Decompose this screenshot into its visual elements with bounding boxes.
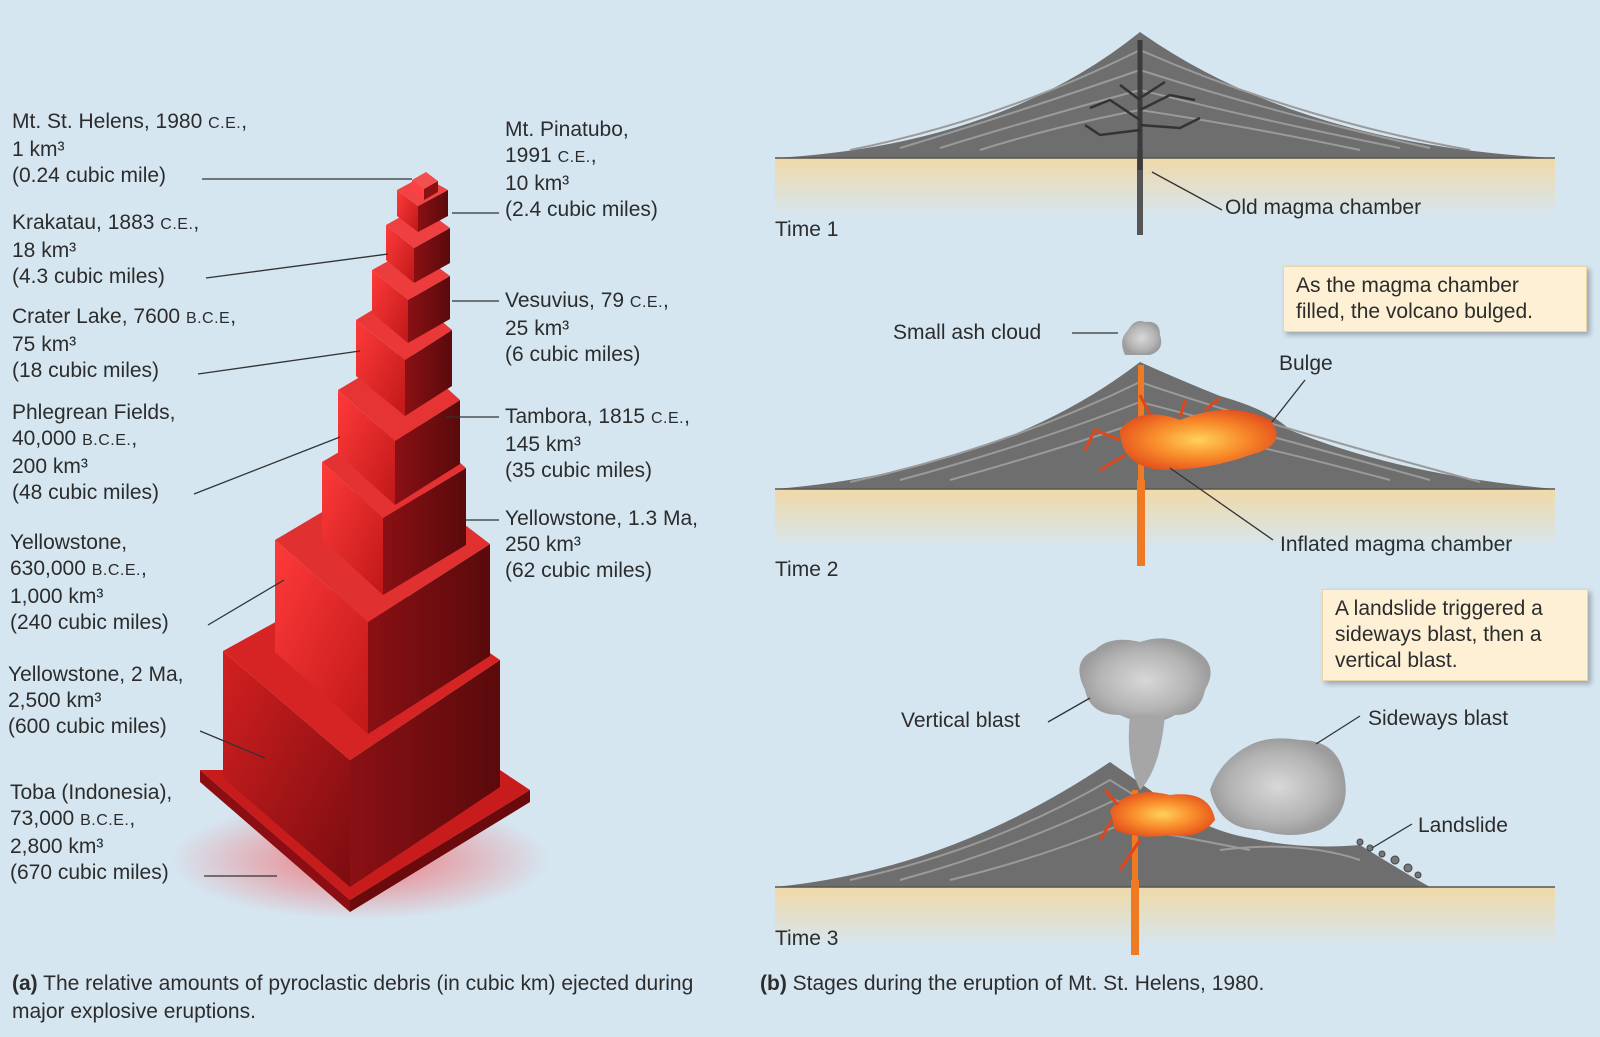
label-old-magma-chamber: Old magma chamber (1225, 195, 1421, 221)
caption-a-text: The relative amounts of pyroclastic debr… (12, 972, 693, 1023)
label-yellowstone-2ma: Yellowstone, 2 Ma, 2,500 km³ (600 cubic … (8, 662, 184, 740)
label-vesuvius: Vesuvius, 79 C.E., 25 km³ (6 cubic miles… (505, 288, 669, 368)
label-krakatau: Krakatau, 1883 C.E., 18 km³ (4.3 cubic m… (12, 210, 199, 290)
stage-time3: Time 3 (775, 926, 838, 952)
label-yellowstone-630000: Yellowstone, 630,000 B.C.E., 1,000 km³ (… (10, 530, 169, 636)
eruption-volume-tower (170, 172, 550, 920)
stage-time2: Time 2 (775, 557, 838, 583)
caption-a: (a) The relative amounts of pyroclastic … (12, 970, 732, 1026)
caption-a-tag: (a) (12, 972, 38, 995)
label-crater-lake: Crater Lake, 7600 B.C.E, 75 km³ (18 cubi… (12, 304, 236, 384)
label-phlegrean-fields: Phlegrean Fields, 40,000 B.C.E., 200 km³… (12, 400, 175, 506)
volcano-time3 (775, 638, 1555, 955)
label-bulge: Bulge (1279, 351, 1333, 377)
caption-b: (b) Stages during the eruption of Mt. St… (760, 970, 1580, 998)
label-tambora: Tambora, 1815 C.E., 145 km³ (35 cubic mi… (505, 404, 690, 484)
label-small-ash-cloud: Small ash cloud (893, 320, 1041, 346)
note-bulged: As the magma chamber filled, the volcano… (1283, 266, 1587, 332)
caption-b-tag: (b) (760, 972, 787, 995)
label-yellowstone-1-3ma: Yellowstone, 1.3 Ma, 250 km³ (62 cubic m… (505, 506, 698, 584)
note-landslide: A landslide triggered a sideways blast, … (1322, 589, 1588, 681)
label-mt-pinatubo: Mt. Pinatubo, 1991 C.E., 10 km³ (2.4 cub… (505, 117, 658, 223)
label-sideways-blast: Sideways blast (1368, 706, 1508, 732)
label-toba: Toba (Indonesia), 73,000 B.C.E., 2,800 k… (10, 780, 172, 886)
label-landslide: Landslide (1418, 813, 1508, 839)
caption-b-text: Stages during the eruption of Mt. St. He… (787, 972, 1264, 995)
stage-time1: Time 1 (775, 217, 838, 243)
label-mt-st-helens: Mt. St. Helens, 1980 C.E., 1 km³ (0.24 c… (12, 109, 247, 189)
volcano-time1 (775, 32, 1555, 235)
volcano-time2 (775, 321, 1555, 566)
label-vertical-blast: Vertical blast (901, 708, 1020, 734)
label-inflated-magma-chamber: Inflated magma chamber (1280, 532, 1512, 558)
